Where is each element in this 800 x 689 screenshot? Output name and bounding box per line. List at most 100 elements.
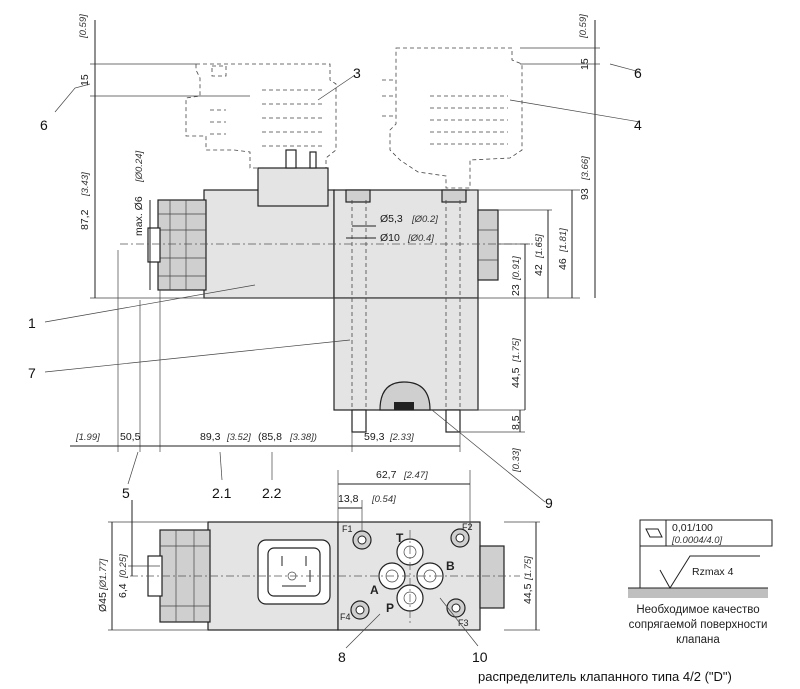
fixing-label-f3: F3: [458, 618, 469, 628]
dim-6-4: 6,4: [117, 583, 129, 598]
port-label-p: P: [386, 601, 394, 615]
fixing-label-f4: F4: [340, 612, 351, 622]
dim-010-in: [Ø0.4]: [407, 233, 434, 244]
leader-2-1: [219, 451, 223, 481]
dim-05-3: Ø5,3: [380, 213, 403, 225]
dim-8-5: 8,5: [510, 415, 522, 430]
leader-1: [44, 284, 256, 323]
leader-6-left: [54, 83, 91, 113]
end-plug: [477, 209, 499, 281]
fixing-hole-f3: [446, 598, 466, 618]
screw-head: [345, 189, 371, 203]
connector-outline-right: [382, 47, 523, 189]
fixing-hole-f1: [352, 530, 372, 550]
dim-44-5: 44,5: [510, 367, 522, 388]
leader-5: [127, 451, 139, 485]
dim-93: 93: [579, 188, 591, 200]
leader-7: [44, 339, 351, 373]
leader-10: [439, 597, 479, 647]
callout-6-left: 6: [40, 117, 48, 133]
dim-46: 46: [557, 258, 569, 270]
flatness-frame: [639, 519, 773, 547]
dim-max-06: max. Ø6: [133, 196, 145, 236]
screw-head-2: [441, 189, 467, 203]
dim-0-33: [0.33]: [511, 448, 522, 473]
top-end-plug: [479, 545, 505, 609]
dim-50-5: 50,5: [120, 431, 141, 443]
callout-9: 9: [545, 495, 553, 511]
fixing-label-f1: F1: [342, 524, 353, 534]
dim-85-8: (85,8: [258, 431, 282, 443]
dim-42: 42: [533, 264, 545, 276]
callout-6-right: 6: [634, 65, 642, 81]
dim-46-in: [1.81]: [558, 228, 569, 253]
dim-045-in: [Ø1.77]: [98, 558, 109, 591]
leader-4: [509, 99, 641, 123]
leader-6-right: [609, 63, 641, 73]
dim-6-4-in: [0.25]: [118, 554, 129, 579]
callout-2-1: 2.1: [212, 485, 232, 501]
coil-nut: [147, 199, 207, 291]
callout-10: 10: [472, 649, 488, 665]
callout-8: 8: [338, 649, 346, 665]
roughness-symbol: [659, 555, 760, 589]
dim-05-3-in: [Ø0.2]: [411, 214, 438, 225]
terminal-pin-2: [309, 151, 317, 169]
dim-010: Ø10: [380, 232, 400, 244]
coil-terminal-box: [257, 167, 329, 207]
locating-pin-left: [351, 409, 367, 433]
callout-2-2: 2.2: [262, 485, 282, 501]
top-connector-inner: [267, 547, 321, 597]
connector-outline-left: [185, 63, 337, 169]
mating-surface: [628, 588, 768, 598]
dim-42-in: [1.65]: [534, 234, 545, 259]
callout-5: 5: [122, 485, 130, 501]
fixing-hole-f2: [450, 528, 470, 548]
dim-59-3: 59,3: [364, 431, 385, 443]
surface-note-line-3: клапана: [676, 634, 720, 646]
dim-top-44-5: 44,5: [522, 583, 534, 604]
leader-9: [431, 409, 546, 503]
dim-89-3: 89,3: [200, 431, 221, 443]
dim-23: 23: [510, 284, 522, 296]
roughness-value: Rzmax 4: [692, 566, 734, 578]
dim-85-8-in: [3.38]): [289, 432, 317, 443]
flatness-value-in: [0.0004/4.0]: [671, 535, 723, 546]
dim-89-3-in: [3.52]: [226, 432, 251, 443]
dim-93-in: [3.66]: [580, 156, 591, 181]
dim-max-06-in: [Ø0.24]: [134, 150, 145, 183]
port-label-a: A: [370, 583, 379, 597]
dim-87-2-in: [3.43]: [80, 172, 91, 197]
callout-7: 7: [28, 365, 36, 381]
dim-87-2: 87,2: [79, 209, 91, 230]
side-view: [0.59] 15 87,2 [3.43] max. Ø6 [Ø0.24] Ø5…: [28, 14, 642, 511]
dim-0-59-left: [0.59]: [78, 14, 89, 39]
terminal-pin: [285, 149, 297, 169]
dim-62-7: 62,7: [376, 469, 397, 481]
port-oring: [379, 381, 431, 411]
dim-15-right: 15: [579, 58, 591, 70]
locating-pin-right: [445, 409, 461, 433]
callout-4: 4: [634, 117, 642, 133]
surface-spec: 0,01/100 [0.0004/4.0] Rzmax 4 Необходимо…: [628, 519, 773, 646]
dim-44-5-in: [1.75]: [511, 338, 522, 363]
oring-seal: [394, 402, 414, 410]
dim-1-99: [1.99]: [75, 432, 100, 443]
top-view: 62,7 [2.47] 13,8 [0.54] Ø45 [Ø1.77] 6,4 …: [97, 469, 540, 665]
dim-top-44-5-in: [1.75]: [523, 556, 534, 581]
dim-0-59-right: [0.59]: [578, 14, 589, 39]
dim-62-7-in: [2.47]: [403, 470, 428, 481]
dim-59-3-in: [2.33]: [389, 432, 414, 443]
leader-3: [317, 74, 356, 101]
surface-note-line-1: Необходимое качество: [636, 604, 759, 616]
port-label-b: B: [446, 559, 455, 573]
callout-3: 3: [353, 65, 361, 81]
valve-body-upper: [333, 189, 479, 299]
flatness-value: 0,01/100: [672, 522, 713, 534]
caption: распределитель клапанного типа 4/2 ("D"): [478, 669, 732, 684]
callout-1: 1: [28, 315, 36, 331]
dim-13-8: 13,8: [338, 493, 359, 505]
dim-045: Ø45: [97, 592, 109, 612]
fixing-hole-f4: [350, 600, 370, 620]
